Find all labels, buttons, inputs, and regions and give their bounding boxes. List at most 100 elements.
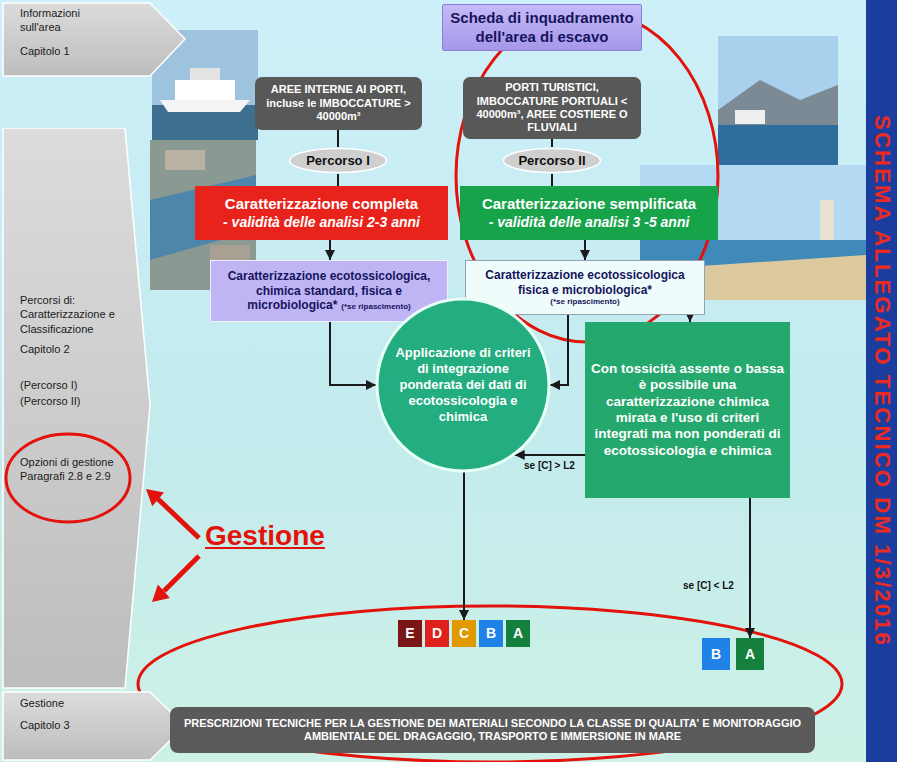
box-text: A <box>506 621 530 646</box>
arrow-shape <box>3 692 185 760</box>
connector <box>325 240 335 260</box>
connector-line <box>337 174 339 186</box>
text-group: B <box>479 621 503 646</box>
box-text: D <box>425 621 449 646</box>
connector <box>552 174 553 186</box>
edge-label: se [C] < L2 <box>683 580 734 591</box>
pointer-head <box>146 489 164 506</box>
connector <box>338 130 339 147</box>
connector <box>330 322 376 390</box>
characterization-box: Caratterizzazione completa- validità del… <box>195 186 448 240</box>
port-quay <box>165 150 205 170</box>
shape-text: Applicazione di criteri di integrazione … <box>393 345 533 424</box>
text-group: PRESCRIZIONI TECNICHE PER LA GESTIONE DE… <box>176 717 809 744</box>
analysis-box: Caratterizzazione ecotossicologica, chim… <box>210 260 448 322</box>
text-line: Caratterizzazione ecotossicologica, chim… <box>217 269 441 313</box>
connector-line <box>551 139 553 147</box>
highlight-ellipse <box>6 434 130 522</box>
shape-text: Percorso II <box>502 153 602 169</box>
arrow-shape <box>3 128 150 688</box>
box-text: Con tossicità assente o bassa è possibil… <box>591 361 784 460</box>
pointer-arrow <box>164 556 199 591</box>
photo-windmill <box>820 200 834 240</box>
integration-circle: Applicazione di criteri di integrazione … <box>375 297 551 473</box>
connector <box>459 472 469 620</box>
connector-line <box>463 472 465 620</box>
area-box: AREE INTERNE AI PORTI, incluse le IMBOCC… <box>255 77 422 130</box>
text-group: AREE INTERNE AI PORTI, incluse le IMBOCC… <box>261 83 416 123</box>
text-group: B <box>702 639 730 669</box>
arrow-head <box>366 380 376 390</box>
box-text: E <box>398 621 422 646</box>
box-text: B <box>479 621 503 646</box>
photo-hills <box>718 80 838 125</box>
box-text: Caratterizzazione completa <box>201 195 442 213</box>
section-arrow: GestioneCapitolo 3 <box>0 690 187 762</box>
arrow-head <box>459 610 469 620</box>
shape-text: Percorso I <box>288 153 388 169</box>
highlight-ellipse <box>456 10 718 342</box>
section-label: Gestione <box>205 520 325 552</box>
box-text: Caratterizzazione ecotossicologica fisic… <box>472 268 698 297</box>
section-text: Informazioni sull'area <box>20 6 112 35</box>
text-group: Con tossicità assente o bassa è possibil… <box>591 361 784 460</box>
box-text: B <box>702 639 730 669</box>
circle-shape <box>377 299 549 471</box>
characterization-box: Caratterizzazione semplificata- validità… <box>460 186 718 240</box>
management-box: PRESCRIZIONI TECNICHE PER LA GESTIONE DE… <box>170 707 815 753</box>
text-group: Percorso I <box>288 153 388 169</box>
class-square: C <box>452 620 476 647</box>
arrow-outline <box>0 128 152 690</box>
connector-line <box>551 174 553 186</box>
ship-bridge <box>190 68 220 80</box>
highlight-ellipse <box>138 606 842 762</box>
photo-boat <box>735 110 765 124</box>
text-group: Caratterizzazione semplificata- validità… <box>466 195 712 230</box>
box-text: - validità delle analisi 3 -5 anni <box>466 214 712 231</box>
text-group: A <box>506 621 530 646</box>
pointer-arrow <box>158 499 199 538</box>
ship-hull <box>160 100 250 112</box>
box-text: AREE INTERNE AI PORTI, incluse le IMBOCC… <box>261 83 416 123</box>
class-square: E <box>398 620 422 647</box>
connector-line <box>749 498 751 638</box>
area-box: PORTI TURISTICI, IMBOCCATURE PORTUALI < … <box>463 77 641 139</box>
text-group: E <box>398 621 422 646</box>
arrow-head <box>745 628 755 638</box>
text-group: C <box>452 621 476 646</box>
section-text: Gestione <box>20 696 130 710</box>
connector <box>515 450 585 460</box>
section-text: Capitolo 2 <box>20 342 120 356</box>
section-text: Capitolo 3 <box>20 718 130 732</box>
text-group: Caratterizzazione ecotossicologica fisic… <box>472 268 698 307</box>
connector <box>550 315 568 390</box>
box-text: A <box>736 639 764 669</box>
text-group: Scheda di inquadramento dell'area di esc… <box>449 9 635 46</box>
text-group: Percorso II <box>502 153 602 169</box>
box-text: Caratterizzazione semplificata <box>466 195 712 213</box>
vertical-title: SCHEMA ALLEGATO TECNICO DM 1/3/2016 <box>866 11 897 751</box>
text-group: Caratterizzazione ecotossicologica, chim… <box>217 269 441 313</box>
section-text: Opzioni di gestione Paragrafi 2.8 e 2.9 <box>20 455 120 484</box>
section-text: (Percorso II) <box>20 394 130 408</box>
section-text: (Percorso I) <box>20 378 130 392</box>
box-text: PORTI TURISTICI, IMBOCCATURE PORTUALI < … <box>469 81 635 135</box>
box-text: C <box>452 621 476 646</box>
box-text: (*se ripascimento) <box>341 302 410 311</box>
text-group: A <box>736 639 764 669</box>
arrow-head <box>550 380 560 390</box>
edge-label: se [C] > L2 <box>524 460 575 471</box>
box-text: - validità delle analisi 2-3 anni <box>201 214 442 231</box>
text-group: PORTI TURISTICI, IMBOCCATURE PORTUALI < … <box>469 81 635 135</box>
box-text: Scheda di inquadramento dell'area di esc… <box>449 9 635 46</box>
header-box: Scheda di inquadramento dell'area di esc… <box>442 4 642 51</box>
class-square: D <box>425 620 449 647</box>
class-square: B <box>479 620 503 647</box>
text-group: Applicazione di criteri di integrazione … <box>393 345 533 424</box>
ship-deck <box>175 80 235 100</box>
side-strip <box>866 0 897 762</box>
class-square: B <box>702 638 730 670</box>
connector <box>338 174 339 186</box>
section-arrow: Informazioni sull'areaCapitolo 1 <box>0 0 187 78</box>
connector-line <box>550 315 568 385</box>
